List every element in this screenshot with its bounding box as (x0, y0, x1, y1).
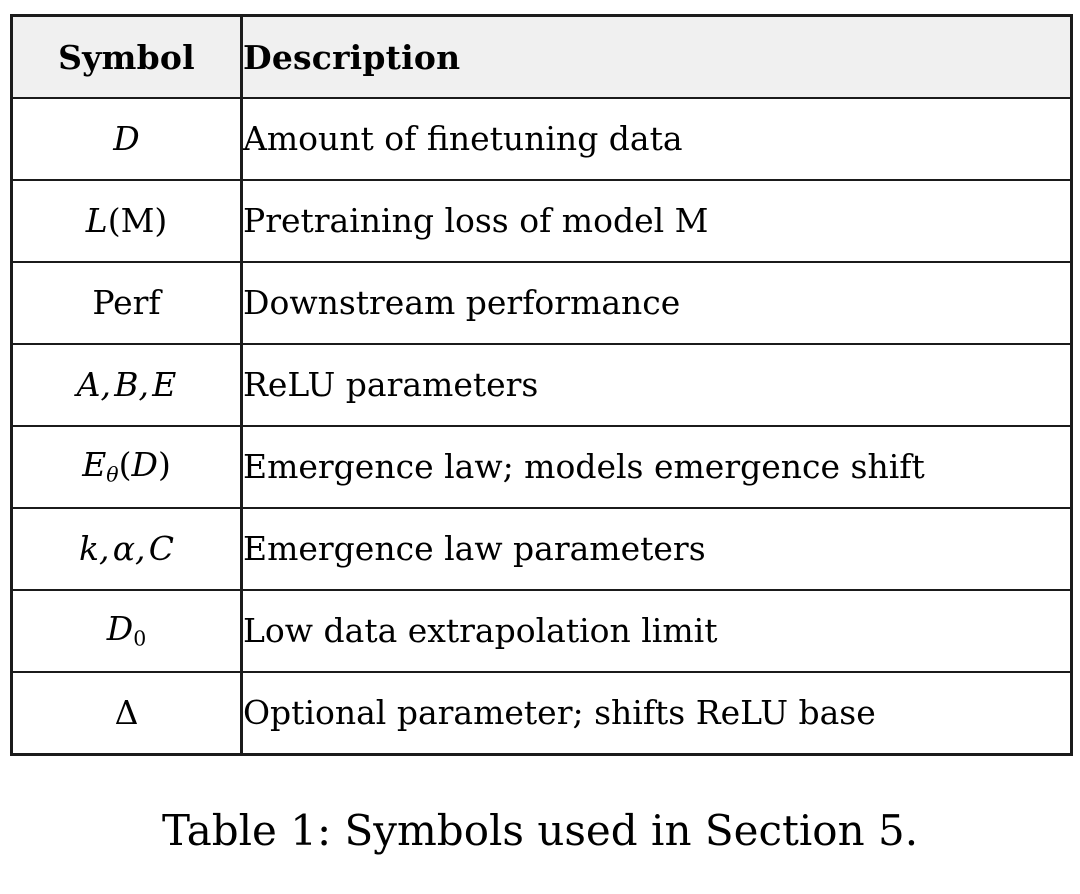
symbol-cell: Δ (10, 671, 243, 756)
symbol-cell: D (10, 97, 243, 181)
symbol-cell: k, α, C (10, 507, 243, 591)
column-header-description: Description (240, 14, 1073, 99)
description-cell: Downstream performance (240, 261, 1073, 345)
table-caption: Table 1: Symbols used in Section 5. (161, 806, 919, 855)
table-header-row: Symbol Description (10, 14, 1073, 99)
table-row: D Amount of finetuning data (10, 97, 1073, 181)
symbol-cell: Perf (10, 261, 243, 345)
symbol-cell: A, B, E (10, 343, 243, 427)
description-cell: Low data extrapolation limit (240, 589, 1073, 673)
table-row: Eθ(D) Emergence law; models emergence sh… (10, 425, 1073, 509)
table-row: Perf Downstream performance (10, 261, 1073, 345)
symbols-table: Symbol Description D Amount of finetunin… (10, 14, 1073, 756)
table-body: D Amount of finetuning data L(M) Pretrai… (10, 97, 1073, 756)
table-row: L(M) Pretraining loss of model M (10, 179, 1073, 263)
description-cell: Emergence law parameters (240, 507, 1073, 591)
table-row: Δ Optional parameter; shifts ReLU base (10, 671, 1073, 756)
table-row: D0 Low data extrapolation limit (10, 589, 1073, 673)
description-cell: Amount of finetuning data (240, 97, 1073, 181)
column-header-symbol: Symbol (10, 14, 243, 99)
description-cell: Pretraining loss of model M (240, 179, 1073, 263)
symbol-cell: L(M) (10, 179, 243, 263)
symbols-table-container: Symbol Description D Amount of finetunin… (10, 14, 1073, 756)
description-cell: Optional parameter; shifts ReLU base (240, 671, 1073, 756)
description-cell: Emergence law; models emergence shift (240, 425, 1073, 509)
table-row: A, B, E ReLU parameters (10, 343, 1073, 427)
description-cell: ReLU parameters (240, 343, 1073, 427)
symbol-cell: D0 (10, 589, 243, 673)
table-row: k, α, C Emergence law parameters (10, 507, 1073, 591)
symbol-cell: Eθ(D) (10, 425, 243, 509)
table-header: Symbol Description (10, 14, 1073, 99)
